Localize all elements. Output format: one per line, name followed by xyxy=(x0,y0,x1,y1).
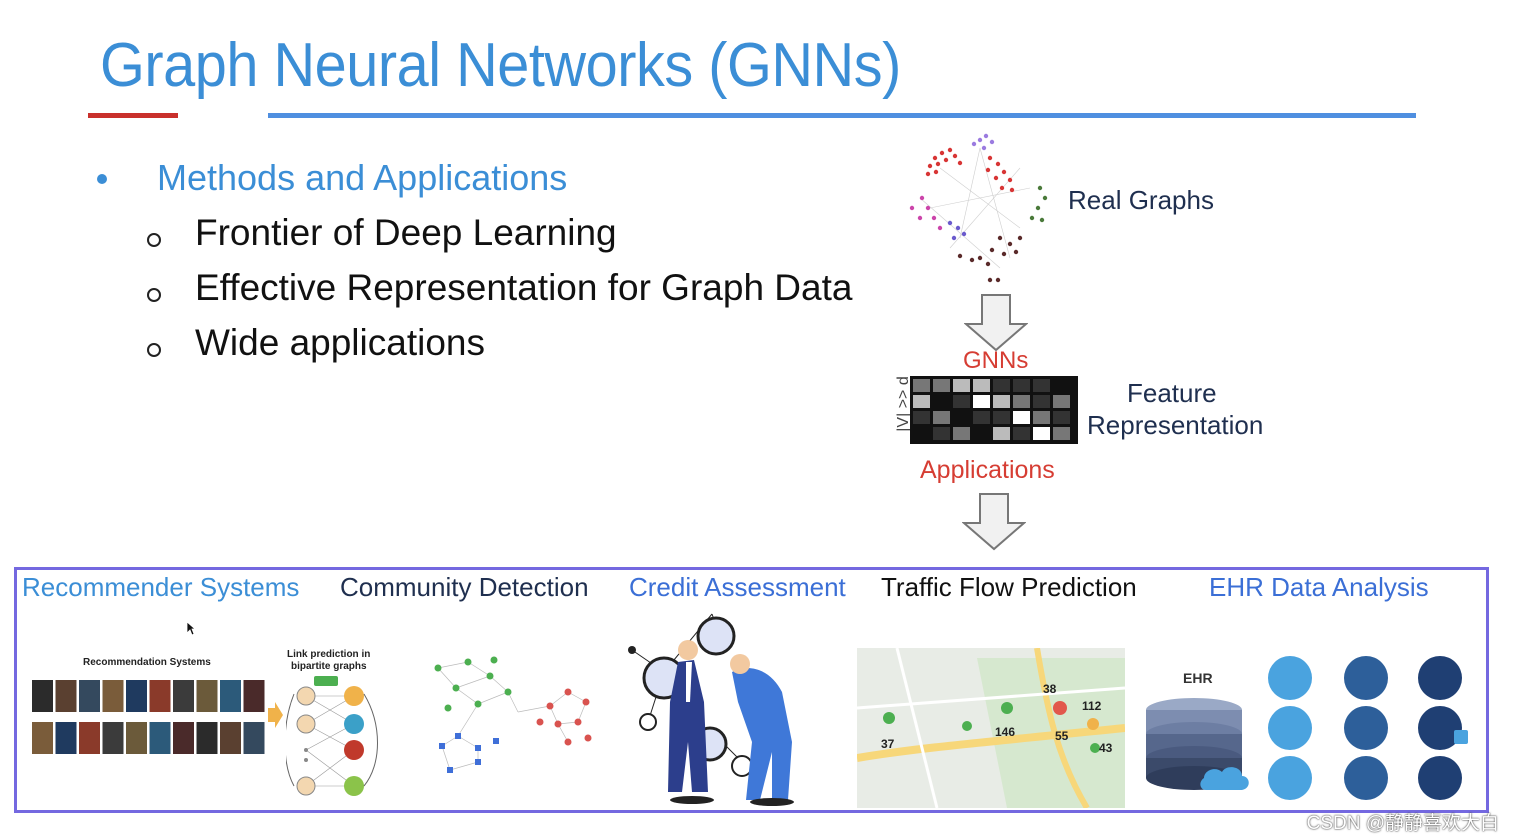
matrix-cell xyxy=(993,379,1010,392)
matrix-cell xyxy=(973,411,990,424)
matrix-cell xyxy=(1053,395,1070,408)
app-label-recommender: Recommender Systems xyxy=(22,572,300,602)
movie-poster xyxy=(243,680,265,712)
matrix-cell xyxy=(953,427,970,440)
map-number: 112 xyxy=(1082,699,1102,713)
app-label-traffic: Traffic Flow Prediction xyxy=(881,572,1137,602)
ehr-data-circles-image xyxy=(1268,656,1468,800)
matrix-cell xyxy=(953,395,970,408)
feature-matrix xyxy=(910,376,1078,444)
map-number: 55 xyxy=(1055,729,1069,743)
matrix-cell xyxy=(1053,411,1070,424)
bullet-dot-icon xyxy=(97,174,107,184)
real-graphs-label: Real Graphs xyxy=(1068,185,1214,215)
movie-poster xyxy=(55,722,77,754)
credit-assessment-image xyxy=(628,613,794,806)
gnns-label: GNNs xyxy=(963,347,1029,374)
matrix-cell xyxy=(1013,411,1030,424)
movie-poster xyxy=(196,680,218,712)
feature-label-line2: Representation xyxy=(1087,410,1264,440)
map-number: 38 xyxy=(1043,682,1057,696)
movie-poster xyxy=(79,722,100,754)
matrix-cell xyxy=(933,411,950,424)
movie-poster xyxy=(220,680,241,712)
arrow-right-icon xyxy=(268,702,283,728)
sub-bullet-1: Frontier of Deep Learning xyxy=(195,212,617,253)
sub-bullet-circle-icon xyxy=(147,343,161,357)
app-label-ehr: EHR Data Analysis xyxy=(1209,572,1429,602)
csdn-watermark: CSDN @静静喜欢大白 xyxy=(1306,813,1499,834)
sub-bullet-3: Wide applications xyxy=(195,322,485,363)
matrix-cell xyxy=(1033,395,1050,408)
movie-poster xyxy=(149,722,171,754)
matrix-cell xyxy=(913,395,930,408)
sub-bullet-circle-icon xyxy=(147,288,161,302)
bipartite-graph-image xyxy=(286,676,378,796)
matrix-cell xyxy=(1033,379,1050,392)
feature-label-line1: Feature xyxy=(1127,378,1217,408)
movie-posters-image xyxy=(32,680,265,754)
movie-poster xyxy=(126,722,147,754)
matrix-cell xyxy=(993,395,1010,408)
movie-poster xyxy=(32,722,53,754)
title-rule-red xyxy=(88,113,178,118)
movie-poster xyxy=(55,680,77,712)
movie-poster xyxy=(243,722,265,754)
movie-poster xyxy=(173,680,194,712)
matrix-cell xyxy=(973,379,990,392)
matrix-cell xyxy=(953,379,970,392)
movie-poster xyxy=(126,680,147,712)
slide-title: Graph Neural Networks (GNNs) xyxy=(100,31,901,100)
matrix-cell xyxy=(973,427,990,440)
link-pred-title-2: bipartite graphs xyxy=(291,661,367,672)
movie-poster xyxy=(102,722,124,754)
matrix-cell xyxy=(1053,427,1070,440)
ehr-label: EHR xyxy=(1183,670,1213,686)
sub-bullet-2: Effective Representation for Graph Data xyxy=(195,267,853,308)
sub-bullet-circle-icon xyxy=(147,233,161,247)
matrix-cell xyxy=(1013,379,1030,392)
matrix-cell xyxy=(953,411,970,424)
matrix-cell xyxy=(993,411,1010,424)
matrix-cell xyxy=(933,427,950,440)
movie-poster xyxy=(32,680,53,712)
matrix-cell xyxy=(1033,427,1050,440)
ehr-database-icon xyxy=(1146,698,1249,790)
movie-poster xyxy=(220,722,241,754)
movie-poster xyxy=(79,680,100,712)
matrix-cell xyxy=(993,427,1010,440)
recsys-title: Recommendation Systems xyxy=(83,657,211,668)
community-graph-image xyxy=(434,656,592,773)
down-arrow-icon xyxy=(962,493,1026,551)
matrix-cell xyxy=(1053,379,1070,392)
matrix-cell xyxy=(1013,395,1030,408)
movie-poster xyxy=(173,722,194,754)
app-label-credit: Credit Assessment xyxy=(629,572,846,602)
mouse-cursor-icon xyxy=(186,621,196,636)
matrix-cell xyxy=(913,379,930,392)
movie-poster xyxy=(102,680,124,712)
link-pred-title-1: Link prediction in xyxy=(287,649,371,660)
map-number: 43 xyxy=(1099,741,1113,755)
matrix-cell xyxy=(1033,411,1050,424)
map-number: 146 xyxy=(995,725,1015,739)
matrix-cell xyxy=(973,395,990,408)
matrix-cell xyxy=(933,379,950,392)
matrix-cell xyxy=(913,427,930,440)
movie-poster xyxy=(196,722,218,754)
down-arrow-icon xyxy=(964,294,1028,352)
movie-poster xyxy=(149,680,171,712)
app-label-community: Community Detection xyxy=(340,572,589,602)
matrix-cell xyxy=(933,395,950,408)
bullet-main: Methods and Applications xyxy=(157,157,568,198)
applications-label: Applications xyxy=(920,456,1055,484)
applications-box xyxy=(14,567,1489,813)
matrix-cell xyxy=(1013,427,1030,440)
map-number: 37 xyxy=(881,737,895,751)
title-rule-blue xyxy=(268,113,1416,118)
traffic-map-image: 38 112 146 55 37 43 xyxy=(857,648,1125,808)
matrix-cell xyxy=(913,411,930,424)
real-graph-network-image xyxy=(909,133,1048,283)
